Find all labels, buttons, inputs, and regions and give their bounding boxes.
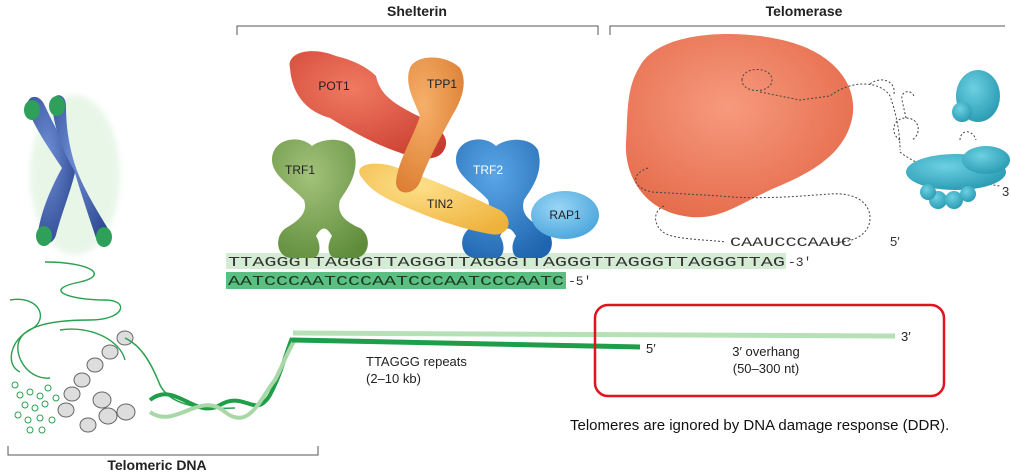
bottom-strand-end: -5′: [568, 274, 591, 289]
chromatin-fiber: [9, 261, 126, 379]
repeats-size: (2–10 kb): [366, 371, 421, 386]
top-strand-highlight: [226, 253, 786, 269]
dna-double-helix: [148, 337, 297, 420]
telomerase-bracket: [609, 25, 1005, 35]
overhang-title: 3′ overhang: [732, 344, 800, 359]
bottom-strand-highlight: [226, 272, 566, 289]
rna-template-sequence: CAAUCCCAAUC: [730, 235, 852, 250]
rna-five-prime: 5′: [890, 234, 900, 249]
tpp1-label: TPP1: [427, 77, 457, 91]
rap1-protein: [531, 191, 599, 239]
rna-three-prime: 3: [1002, 184, 1009, 199]
five-prime-label: 5′: [646, 341, 656, 356]
pot1-label: POT1: [318, 79, 350, 93]
nucleosome-fiber: [57, 330, 236, 433]
telomeric-dna-header: Telomeric DNA: [107, 457, 206, 473]
trf2-label: TRF2: [473, 163, 503, 177]
tin2-label: TIN2: [427, 197, 453, 211]
overhang-highlight-box: [593, 303, 946, 398]
repeats-title: TTAGGG repeats: [366, 354, 467, 369]
shelterin-header: Shelterin: [387, 3, 447, 19]
shelterin-bracket: [236, 25, 599, 35]
overhang-size: (50–300 nt): [733, 361, 800, 376]
trf1-label: TRF1: [285, 163, 315, 177]
telomerase-header: Telomerase: [766, 3, 843, 19]
top-strand-sequence: TTAGGGTTAGGGTTAGGGTTAGGGTTAGGGTTAGGGTTAG…: [228, 255, 785, 271]
top-strand-end: -3′: [788, 255, 811, 270]
dyskerin-complex: [906, 70, 1010, 209]
chromosome: [24, 95, 120, 255]
tert-protein: [625, 33, 854, 218]
rap1-label: RAP1: [549, 208, 581, 222]
nucleosome-cluster: [11, 381, 60, 434]
pot1-protein: [289, 51, 447, 159]
telomere-strands: [291, 330, 896, 350]
tpp1-protein: [396, 57, 464, 193]
telomeric-dna-bracket: [7, 446, 319, 456]
three-prime-label: 3′: [901, 329, 911, 344]
ddr-caption: Telomeres are ignored by DNA damage resp…: [570, 417, 950, 434]
trf1-protein: [272, 139, 368, 258]
bottom-strand-sequence: AATCCCAATCCCAATCCCAATCCCAATC: [228, 274, 564, 290]
